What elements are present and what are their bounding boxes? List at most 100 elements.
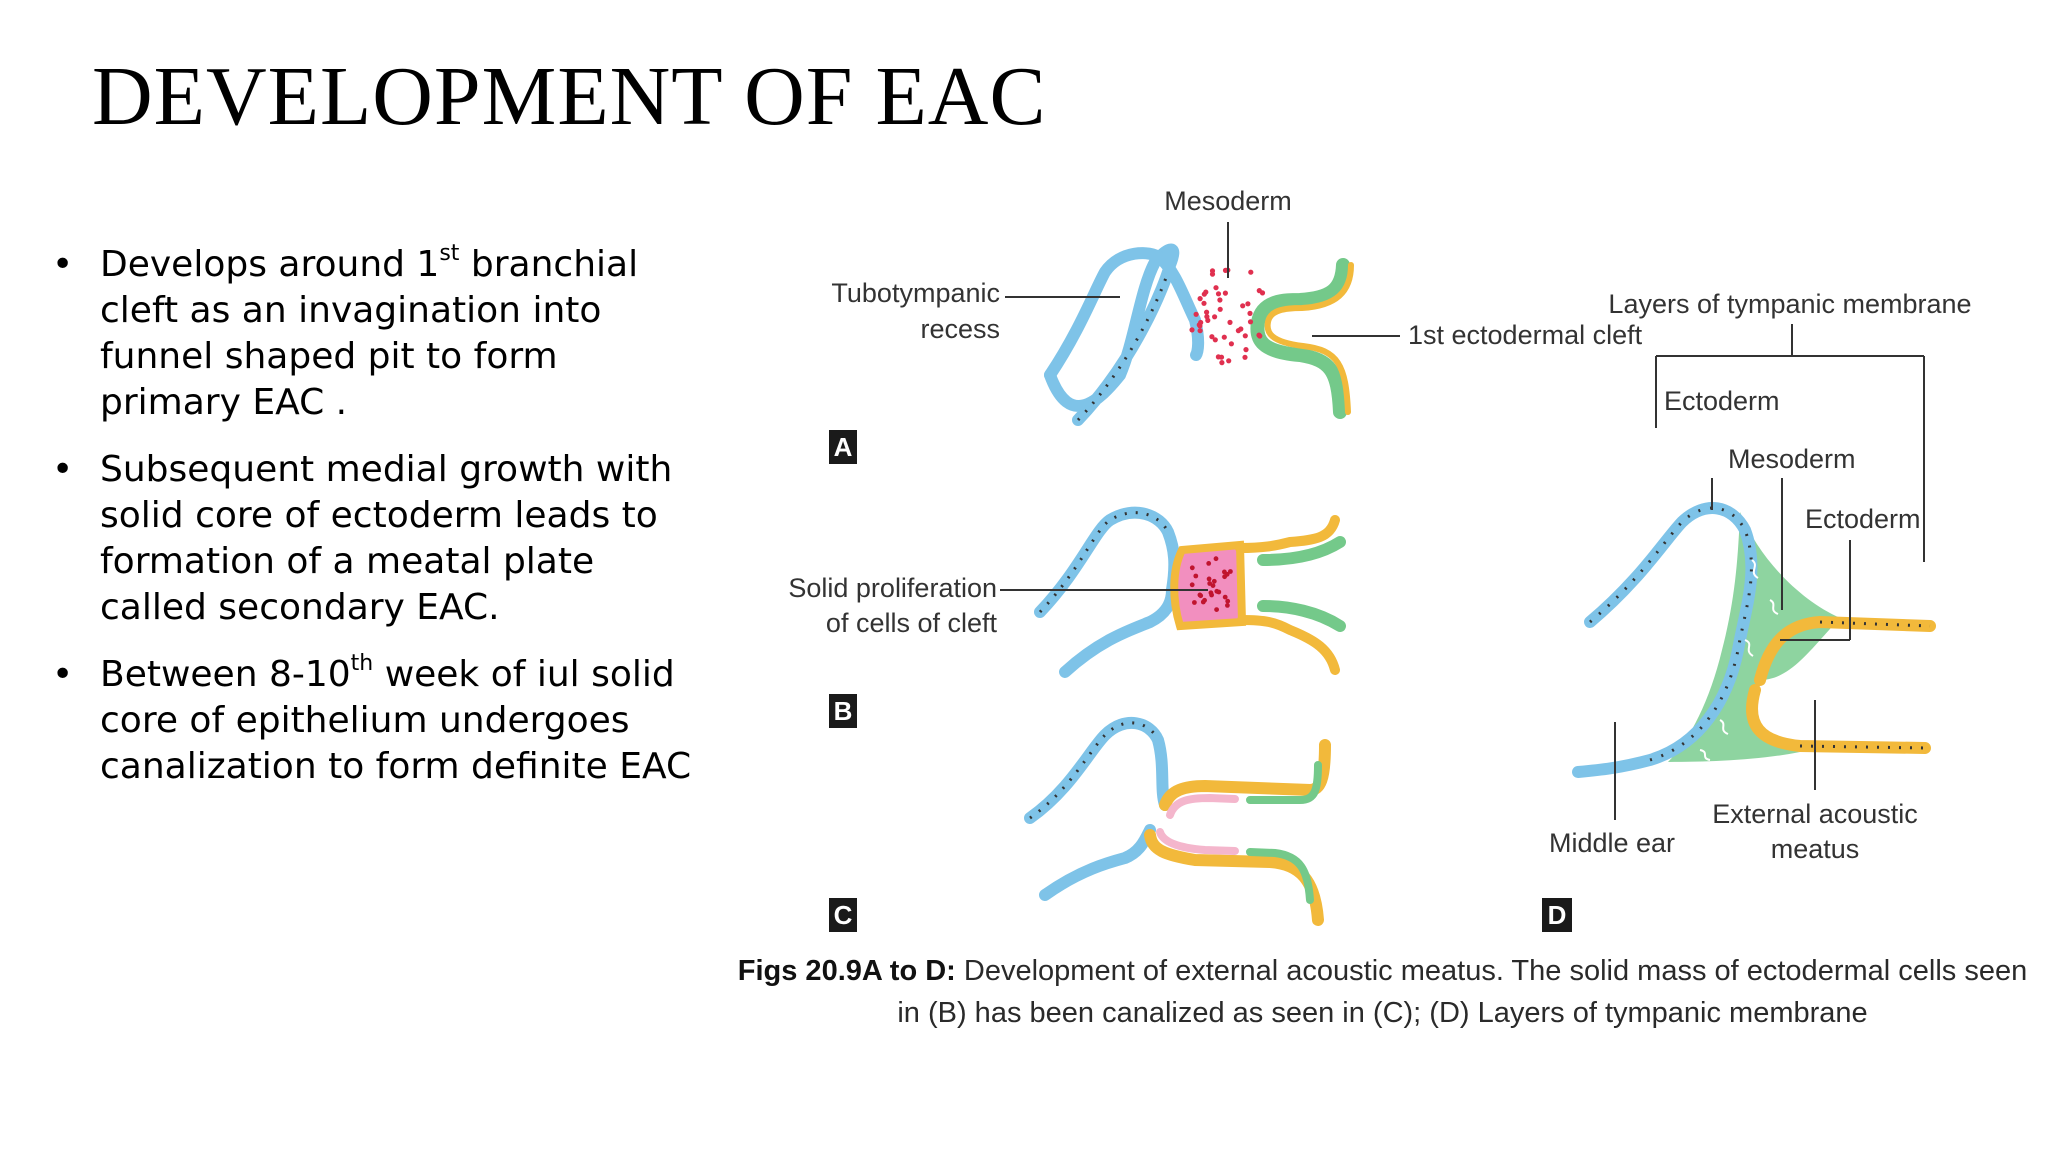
cell-dot <box>1189 582 1195 588</box>
panel-a-endoderm-upper <box>1044 247 1205 381</box>
cell-dot <box>1192 600 1197 605</box>
panel-a-ectoderm-rim <box>1264 262 1354 415</box>
cell-dot <box>1227 319 1233 325</box>
bullet-dot: • <box>52 449 74 490</box>
cell-dot <box>1222 290 1228 296</box>
cell-dot <box>1242 333 1248 339</box>
panel-c-tag <box>829 898 857 932</box>
cell-dot <box>1206 561 1212 566</box>
panel-c-endoderm-dots <box>1029 721 1160 820</box>
label-layers-tm: Layers of tympanic membrane <box>1608 289 1971 319</box>
cell-dot <box>1204 314 1210 320</box>
caption-text: Development of external acoustic meatus.… <box>897 955 2028 1029</box>
bullet-dot: • <box>52 244 74 285</box>
bullet-superscript: st <box>439 241 460 266</box>
label-solid-prolif-1: Solid proliferation <box>788 573 997 603</box>
panel-b-green-upper <box>1257 536 1346 566</box>
panel-a-endoderm-pouch <box>1044 243 1180 426</box>
cell-dot <box>1219 360 1225 366</box>
caption-figure-number: Figs 20.9A to D: <box>737 955 956 987</box>
cell-dot <box>1256 288 1262 294</box>
cell-dot <box>1198 319 1204 326</box>
panel-a-tag <box>829 430 857 464</box>
bullet-superscript: th <box>350 651 374 676</box>
bullet-dot: • <box>52 654 74 695</box>
label-mesoderm-d: Mesoderm <box>1728 444 1856 474</box>
cell-dot <box>1228 341 1234 347</box>
cell-dot <box>1214 588 1220 594</box>
bullet-text: Develops around 1 <box>100 244 440 285</box>
cell-dot <box>1247 319 1254 325</box>
panel-a-letter: A <box>834 432 853 462</box>
panel-b-ectoderm-upper <box>1235 515 1340 553</box>
label-middle-ear: Middle ear <box>1549 828 1675 858</box>
cell-dot <box>1242 354 1248 360</box>
cell-dot <box>1213 556 1219 562</box>
cell-dot <box>1204 309 1210 315</box>
bullet-text-cont: week of iul solid core of epithelium und… <box>100 654 692 787</box>
panel-b-ectoderm-lower <box>1237 615 1340 675</box>
cell-dot <box>1203 289 1209 295</box>
panel-a-mesoderm-dots <box>1189 267 1266 366</box>
label-tubotympanic-1: Tubotympanic <box>831 278 1000 308</box>
cell-dot <box>1189 327 1195 333</box>
label-mesoderm-a: Mesoderm <box>1164 186 1292 216</box>
cell-dot <box>1215 291 1222 297</box>
label-ectoderm-outer: Ectoderm <box>1664 386 1780 416</box>
cell-dot <box>1197 328 1203 334</box>
bullet-item: • Between 8-10th week of iul solid core o… <box>48 652 708 790</box>
panel-c-pink-lining-upper <box>1166 793 1239 819</box>
slide-title: DEVELOPMENT OF EAC <box>92 50 1047 143</box>
panel-a-drawing <box>1044 243 1354 426</box>
panel-d-ectoderm-upper <box>1754 615 1936 686</box>
cell-dot <box>1211 578 1217 584</box>
panel-d-fibers <box>1699 559 1779 761</box>
cell-dot <box>1247 310 1253 316</box>
cell-dot <box>1200 599 1206 605</box>
bullet-item: • Subsequent medial growth with solid cor… <box>48 447 708 631</box>
cell-dot <box>1209 592 1214 598</box>
cell-dot <box>1221 334 1227 340</box>
panel-d-tag <box>1542 898 1572 932</box>
cell-dot <box>1201 300 1207 306</box>
bullet-text-cont: branchial cleft as an invagination into … <box>100 244 639 423</box>
cell-dot <box>1189 565 1195 571</box>
panel-c-pink-lining-lower <box>1156 828 1239 855</box>
bullet-text: Subsequent medial growth with solid core… <box>100 449 673 628</box>
cell-dot <box>1224 571 1230 577</box>
panel-d-ectoderm-dots-upper <box>1819 620 1931 628</box>
bullet-text: Between 8-10 <box>100 654 351 695</box>
cell-dot <box>1225 603 1230 608</box>
cell-dot <box>1235 328 1241 334</box>
cell-dot <box>1222 594 1228 600</box>
cell-dot <box>1225 598 1231 604</box>
panel-b-tag <box>829 694 857 728</box>
cell-dot <box>1193 311 1199 317</box>
panel-c-green-lower <box>1246 848 1314 904</box>
cell-dot <box>1198 593 1204 599</box>
cell-dot <box>1257 333 1263 339</box>
panel-d-drawing <box>1572 502 1936 778</box>
panel-c-drawing <box>1024 716 1331 926</box>
cell-dot <box>1213 285 1219 291</box>
bullet-item: • Develops around 1st branchial cleft as … <box>48 242 708 426</box>
bullet-list: • Develops around 1st branchial cleft as … <box>48 242 708 811</box>
panel-c-canal-upper <box>1159 739 1331 811</box>
cell-dot <box>1243 347 1249 353</box>
cell-dot <box>1212 314 1218 320</box>
cell-dot <box>1214 607 1219 612</box>
cell-dot <box>1222 267 1229 273</box>
cell-dot <box>1226 358 1232 364</box>
figure-caption: Figs 20.9A to D: Development of external… <box>735 950 2030 1034</box>
cell-dot <box>1197 296 1203 302</box>
cell-dot <box>1209 268 1216 274</box>
label-eam-1: External acoustic <box>1712 799 1918 829</box>
panel-c-endoderm-lower <box>1039 824 1156 901</box>
panel-b-core-dots <box>1189 556 1233 612</box>
label-tubotympanic-2: recess <box>920 314 1000 344</box>
cell-dot <box>1245 301 1251 307</box>
cell-dot <box>1248 269 1254 275</box>
cell-dot <box>1228 569 1233 574</box>
label-eam-2: meatus <box>1771 834 1860 864</box>
